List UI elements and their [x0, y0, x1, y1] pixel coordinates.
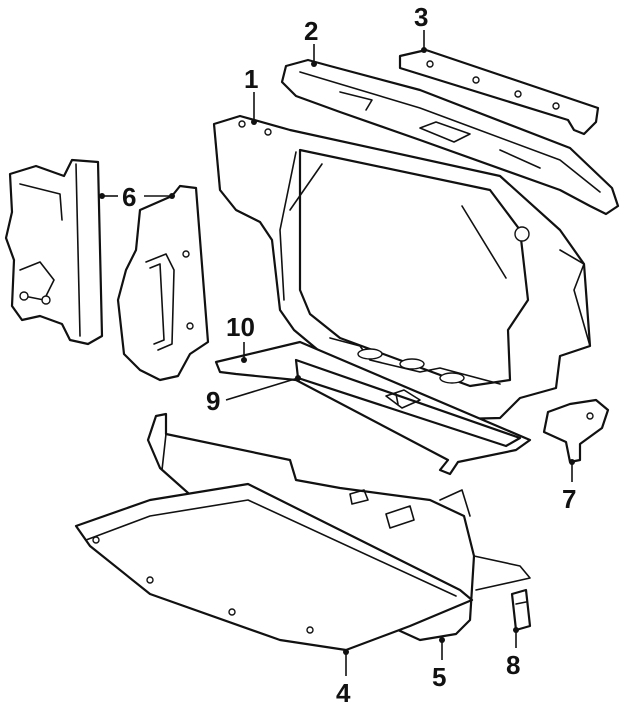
callout-6: 6: [122, 182, 136, 212]
leader-lines: [99, 30, 575, 676]
callout-8: 8: [506, 650, 520, 680]
callout-1: 1: [244, 64, 258, 94]
callout-3: 3: [414, 2, 428, 32]
part-4-splash-shield: [74, 482, 474, 652]
part-9-air-seal: [294, 358, 522, 448]
callout-5: 5: [432, 662, 446, 692]
part-3-upper-tie-bar: [398, 48, 600, 136]
part-7-bracket: [542, 398, 610, 464]
part-6-right-deflector: [116, 184, 210, 382]
callout-7: 7: [562, 484, 576, 514]
callout-labels: 1 2 3 4 5 6 7 8 9 10: [122, 2, 576, 707]
part-2-upper-cover: [280, 58, 620, 216]
part-8-clip: [510, 588, 532, 632]
part-6-left-deflector: [4, 158, 104, 346]
callout-9: 9: [206, 386, 220, 416]
callout-10: 10: [226, 312, 255, 342]
callout-2: 2: [304, 16, 318, 46]
part-1-radiator-support: [212, 114, 592, 422]
part-10-lower-bracket: [214, 340, 532, 476]
callout-4: 4: [336, 678, 351, 707]
